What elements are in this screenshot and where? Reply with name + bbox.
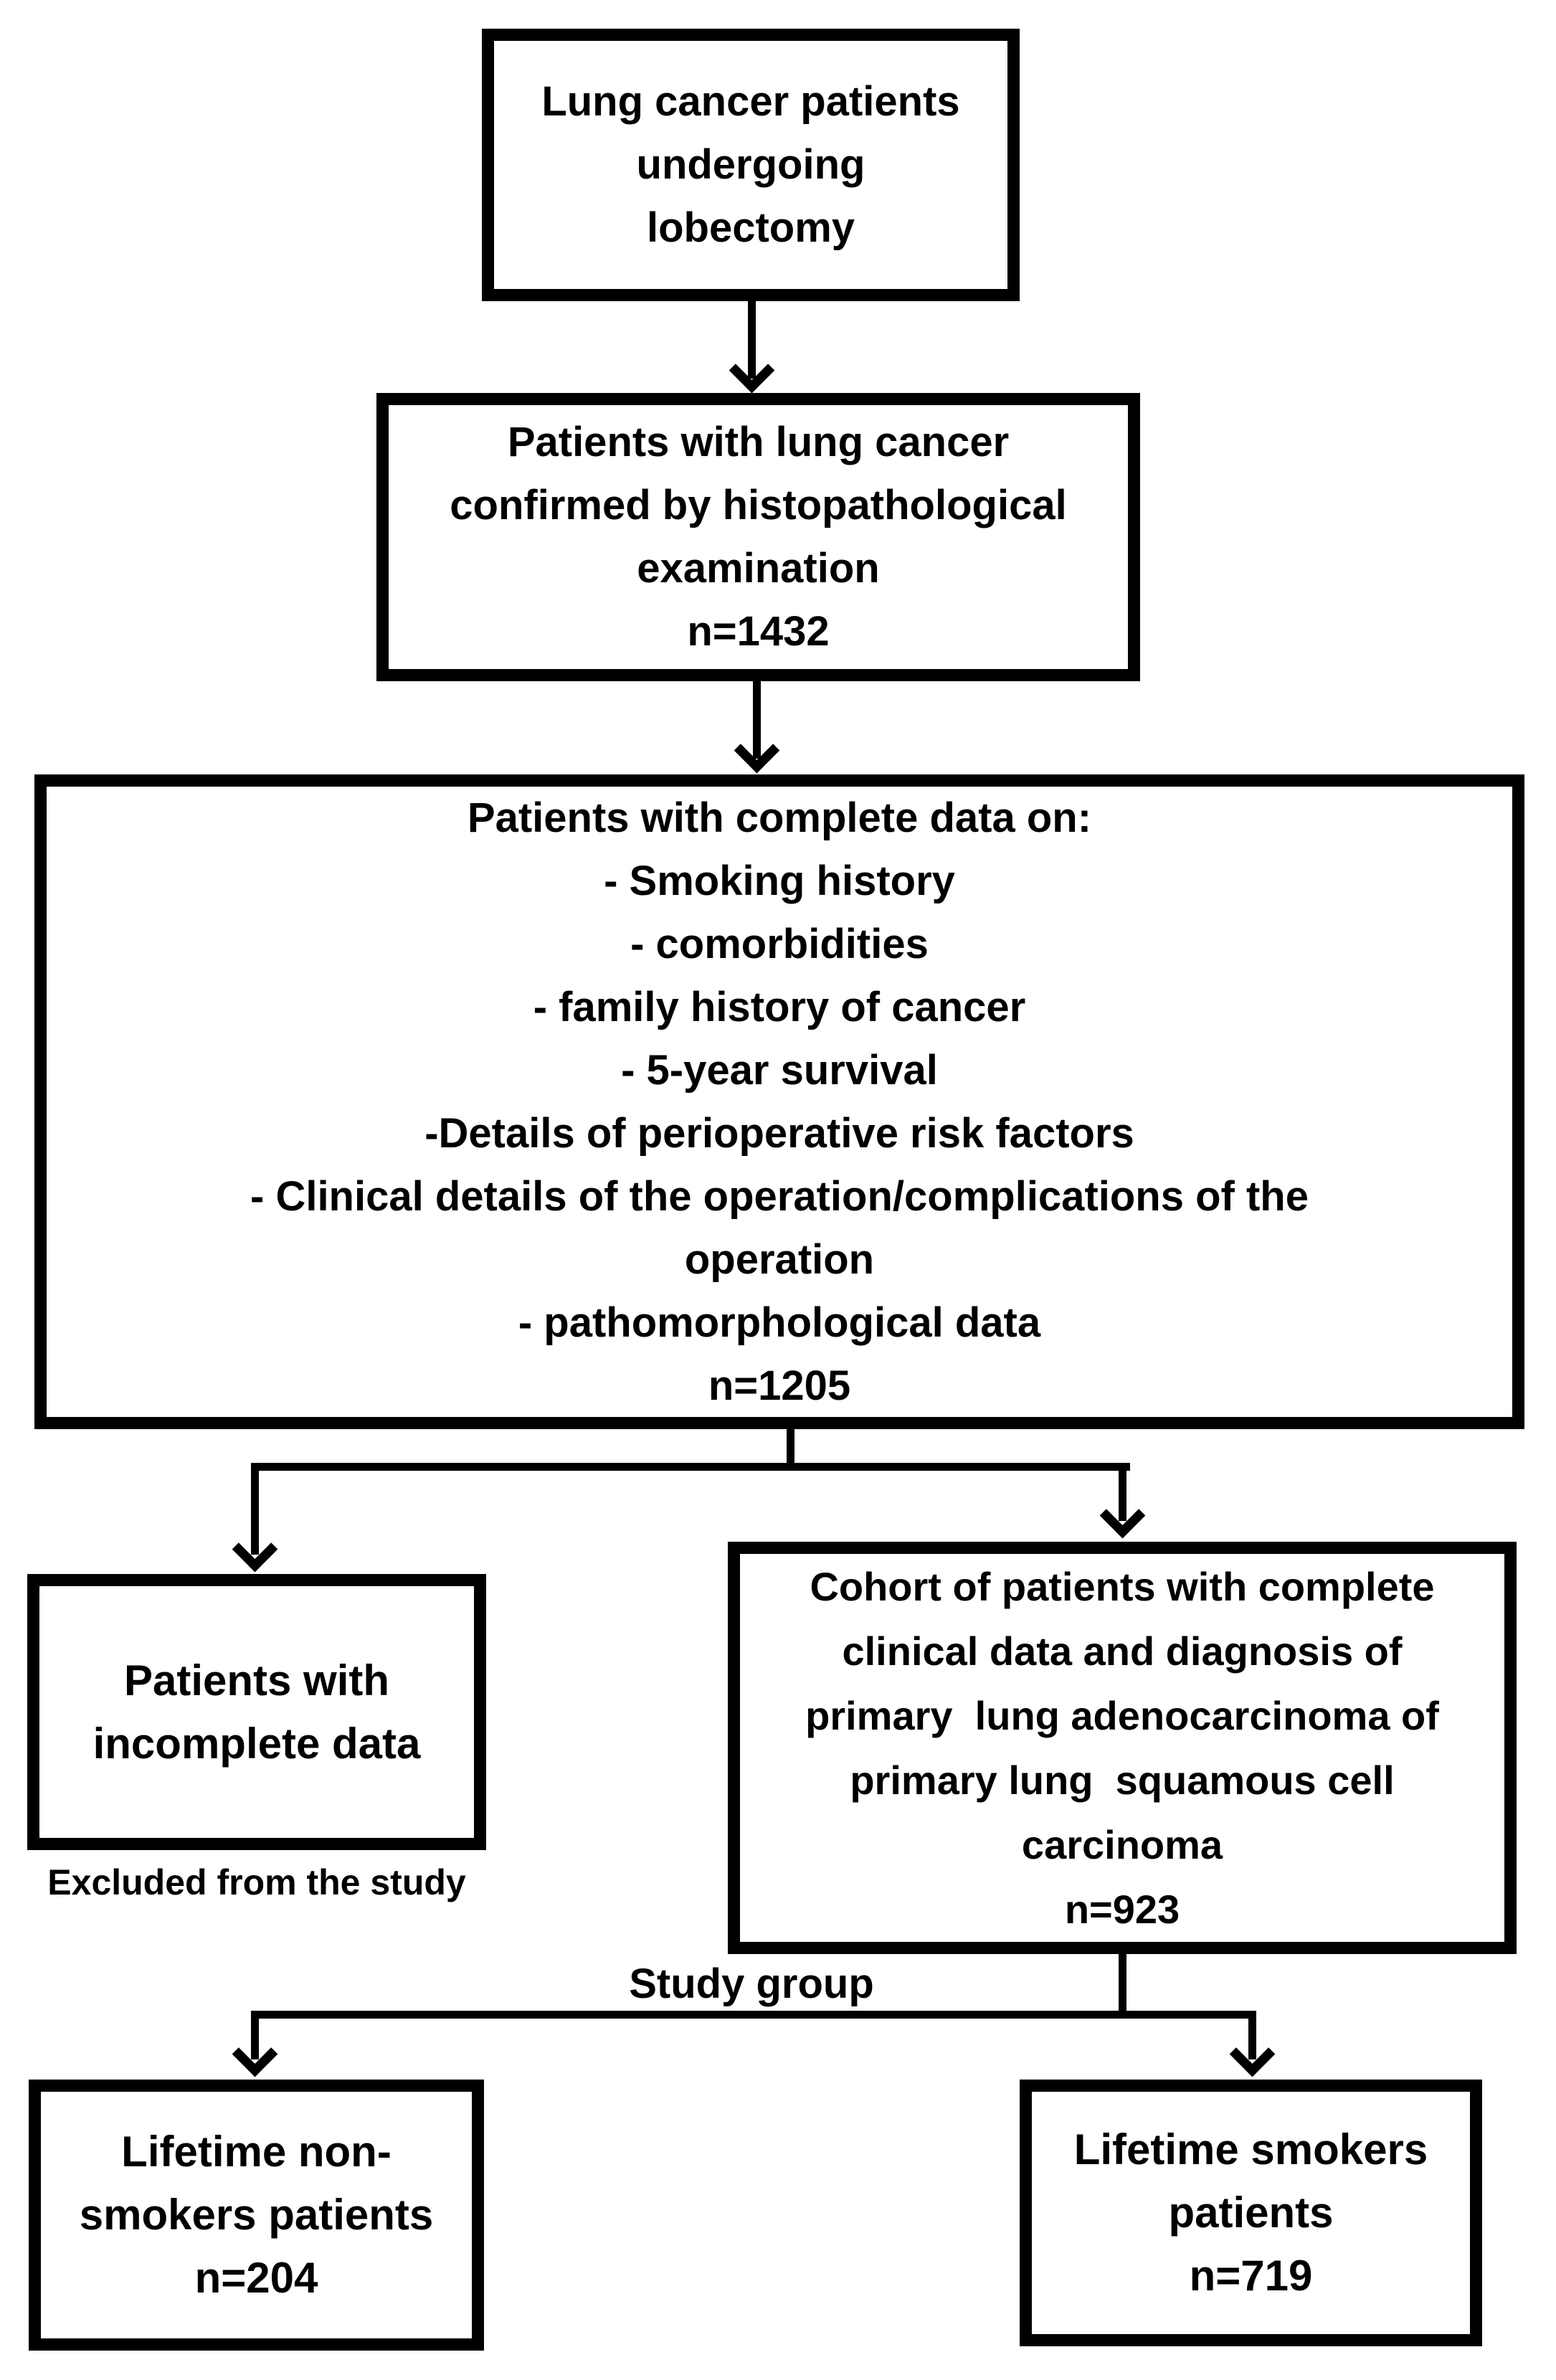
box-incomplete-data: Patients with incomplete data [27,1574,486,1850]
box-incomplete-data-text: Patients with incomplete data [92,1656,421,1768]
connector-box5-stem [1119,1954,1126,2019]
excluded-from-study-label: Excluded from the study [47,1862,466,1902]
arrow-down-icon [232,1526,278,1573]
box-complete-data: Patients with complete data on: - Smokin… [34,774,1524,1429]
box-lifetime-nonsmokers-text: Lifetime non- smokers patients n=204 [79,2128,434,2302]
study-group-label: Study group [629,1961,874,2007]
box-complete-data-text: Patients with complete data on: - Smokin… [250,794,1309,1409]
arrow-down-icon [734,727,780,774]
connector-to-box6 [251,2011,259,2059]
connector-box1-to-box2 [748,301,756,379]
arrow-down-icon [1099,1492,1146,1539]
box-histopathological-confirmed-text: Patients with lung cancer confirmed by h… [450,419,1067,655]
branch-line-1 [251,1463,1130,1471]
connector-to-box7 [1248,2011,1256,2059]
connector-to-box4 [251,1463,259,1555]
box-cohort: Cohort of patients with complete clinica… [728,1542,1517,1954]
arrow-down-icon [1229,2031,1276,2077]
box-lifetime-smokers: Lifetime smokers patients n=719 [1020,2080,1482,2346]
box-histopathological-confirmed: Patients with lung cancer confirmed by h… [376,393,1140,681]
box-cohort-text: Cohort of patients with complete clinica… [805,1563,1439,1932]
box-lifetime-smokers-text: Lifetime smokers patients n=719 [1073,2125,1428,2300]
box-lung-cancer-patients: Lung cancer patients undergoing lobectom… [482,29,1020,301]
box-lifetime-nonsmokers: Lifetime non- smokers patients n=204 [29,2080,484,2351]
connector-to-box5 [1119,1463,1126,1521]
arrow-down-icon [232,2031,278,2077]
branch-line-2 [251,2011,1256,2019]
arrow-down-icon [729,347,775,394]
box-lung-cancer-patients-text: Lung cancer patients undergoing lobectom… [541,78,960,251]
connector-box3-stem [787,1429,794,1470]
connector-box2-to-box3 [753,681,761,759]
